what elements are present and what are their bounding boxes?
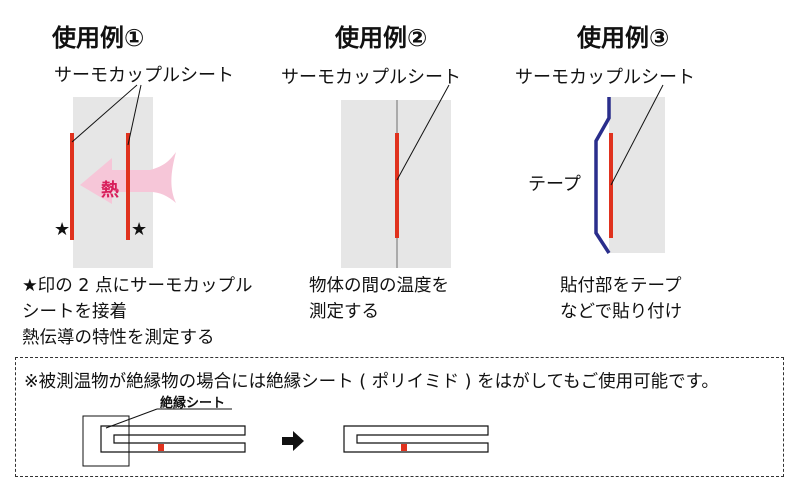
sensor-point-before (158, 444, 164, 451)
example-2-diagram (341, 84, 451, 268)
example-3-title: 使用例③ (577, 24, 670, 52)
note-box: ※被測温物が絶縁物の場合には絶縁シート ( ポリイミド ) をはがしてもご使用可… (15, 357, 784, 477)
example-3-desc-line-1: 貼付部をテープ (560, 276, 682, 296)
sensor-point-after (401, 444, 407, 451)
example-3-leader (610, 84, 664, 186)
example-1-diagram (70, 84, 176, 268)
tape-label: テープ (528, 174, 581, 195)
example-1-desc-line-3: 熱伝導の特性を測定する (22, 328, 215, 348)
example-1-title: 使用例① (52, 24, 145, 52)
example-3-object (609, 97, 665, 253)
insulation-label: 絶縁シート (160, 396, 226, 411)
star-mark-left: ★ (54, 219, 71, 240)
example-2-object-right (398, 100, 451, 268)
note-text: ※被測温物が絶縁物の場合には絶縁シート ( ポリイミド ) をはがしてもご使用可… (24, 372, 719, 392)
example-1-desc: ★印の 2 点にサーモカップル シートを接着 熱伝導の特性を測定する (22, 273, 252, 351)
arrow-right (282, 431, 304, 451)
example-1-leader-left (71, 84, 138, 143)
example-2-leader (396, 84, 450, 181)
example-2-sheet-label: サーモカップルシート (281, 67, 461, 88)
example-3-desc-line-2: などで貼り付け (560, 302, 683, 322)
tape (594, 97, 611, 254)
sensor-sheet-before (100, 425, 246, 453)
example-2-title: 使用例② (335, 24, 428, 52)
insulation-sheet (82, 415, 130, 467)
example-2-desc: 物体の間の温度を 測定する (309, 273, 449, 325)
star-mark-right: ★ (131, 219, 148, 240)
insulation-illustration (82, 408, 489, 467)
example-1-leader-right (127, 84, 142, 146)
heat-label: 熱 (101, 180, 119, 201)
example-3-sheet-label: サーモカップルシート (515, 67, 695, 88)
example-2-desc-line-1: 物体の間の温度を (309, 276, 449, 296)
example-2-object-left (341, 100, 396, 268)
example-1-desc-line-1: ★印の 2 点にサーモカップル (22, 276, 253, 296)
sensor-sheet-after (343, 425, 489, 453)
example-1-desc-line-2: シートを接着 (22, 302, 127, 322)
example-1-sheet-label: サーモカップルシート (54, 65, 234, 86)
example-3-desc: 貼付部をテープ などで貼り付け (560, 273, 682, 325)
example-2-desc-line-2: 測定する (309, 302, 379, 322)
insulation-leader (105, 408, 158, 429)
example-3-diagram (594, 84, 665, 254)
